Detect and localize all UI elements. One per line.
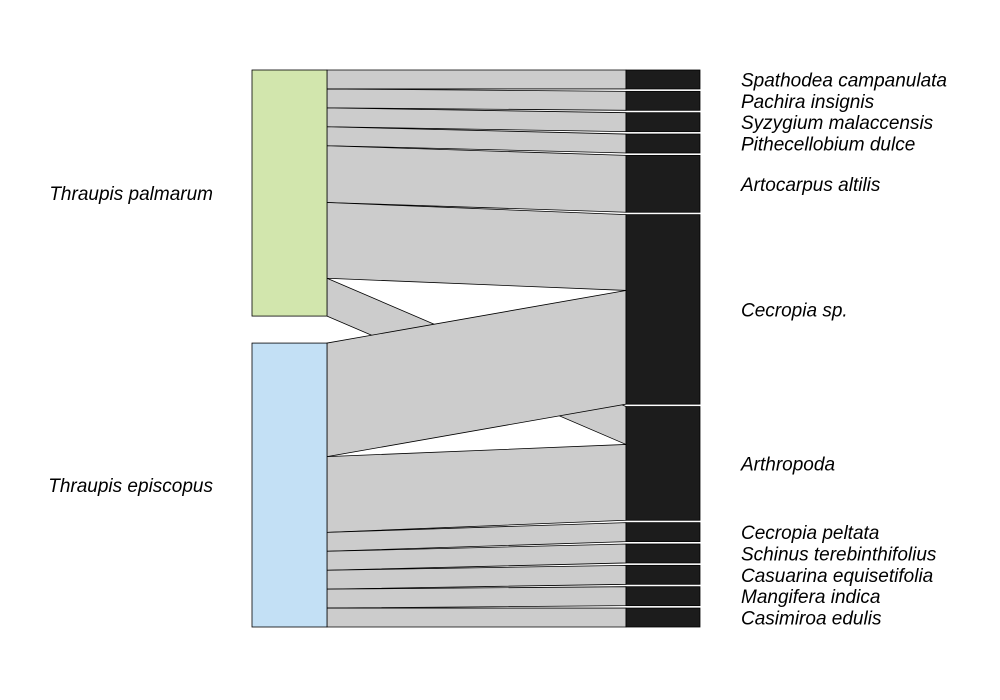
- right-node-cecropia-peltata: [625, 522, 701, 543]
- right-node-spathodea-campanulata: [625, 69, 701, 90]
- left-nodes-layer: [251, 69, 328, 628]
- left-node-thraupis-palmarum: [251, 69, 328, 317]
- left-node-thraupis-episcopus: [251, 342, 328, 628]
- left-label-thraupis-palmarum: Thraupis palmarum: [49, 184, 213, 205]
- right-node-pachira-insignis: [625, 90, 701, 111]
- left-label-thraupis-episcopus: Thraupis episcopus: [48, 476, 213, 497]
- right-node-schinus-terebinthifolius: [625, 543, 701, 564]
- right-label-casimiroa-edulis: Casimiroa edulis: [741, 609, 882, 630]
- right-label-mangifera-indica: Mangifera indica: [741, 587, 880, 608]
- right-label-artocarpus-altilis: Artocarpus altilis: [740, 175, 881, 196]
- link-thraupis-palmarum-to-spathodea-campanulata: [326, 69, 627, 90]
- right-label-schinus-terebinthifolius: Schinus terebinthifolius: [741, 544, 937, 565]
- right-label-syzygium-malaccensis: Syzygium malaccensis: [741, 113, 934, 134]
- right-node-artocarpus-altilis: [625, 154, 701, 213]
- link-thraupis-episcopus-to-casimiroa-edulis: [326, 607, 627, 628]
- right-label-casuarina-equisetifolia: Casuarina equisetifolia: [741, 566, 933, 587]
- right-node-pithecellobium-dulce: [625, 133, 701, 154]
- right-label-cecropia-peltata: Cecropia peltata: [741, 523, 879, 544]
- link-thraupis-palmarum-to-artocarpus-altilis: [326, 145, 627, 213]
- right-node-casuarina-equisetifolia: [625, 564, 701, 585]
- links-layer: [326, 69, 627, 628]
- link-thraupis-episcopus-to-mangifera-indica: [326, 586, 627, 609]
- right-node-casimiroa-edulis: [625, 607, 701, 628]
- link-thraupis-palmarum-to-pachira-insignis: [326, 88, 627, 111]
- right-label-pachira-insignis: Pachira insignis: [741, 92, 875, 113]
- right-node-mangifera-indica: [625, 586, 701, 607]
- right-node-arthropoda: [625, 406, 701, 521]
- right-label-arthropoda: Arthropoda: [740, 454, 835, 475]
- right-label-pithecellobium-dulce: Pithecellobium dulce: [741, 135, 915, 156]
- link-thraupis-episcopus-to-arthropoda: [326, 444, 627, 533]
- link-thraupis-palmarum-to-cecropia-sp: [326, 202, 627, 291]
- right-node-cecropia-sp: [625, 214, 701, 405]
- right-nodes-layer: [625, 69, 701, 628]
- right-node-syzygium-malaccensis: [625, 112, 701, 133]
- right-label-spathodea-campanulata: Spathodea campanulata: [741, 70, 947, 91]
- right-label-cecropia-sp: Cecropia sp.: [741, 300, 848, 321]
